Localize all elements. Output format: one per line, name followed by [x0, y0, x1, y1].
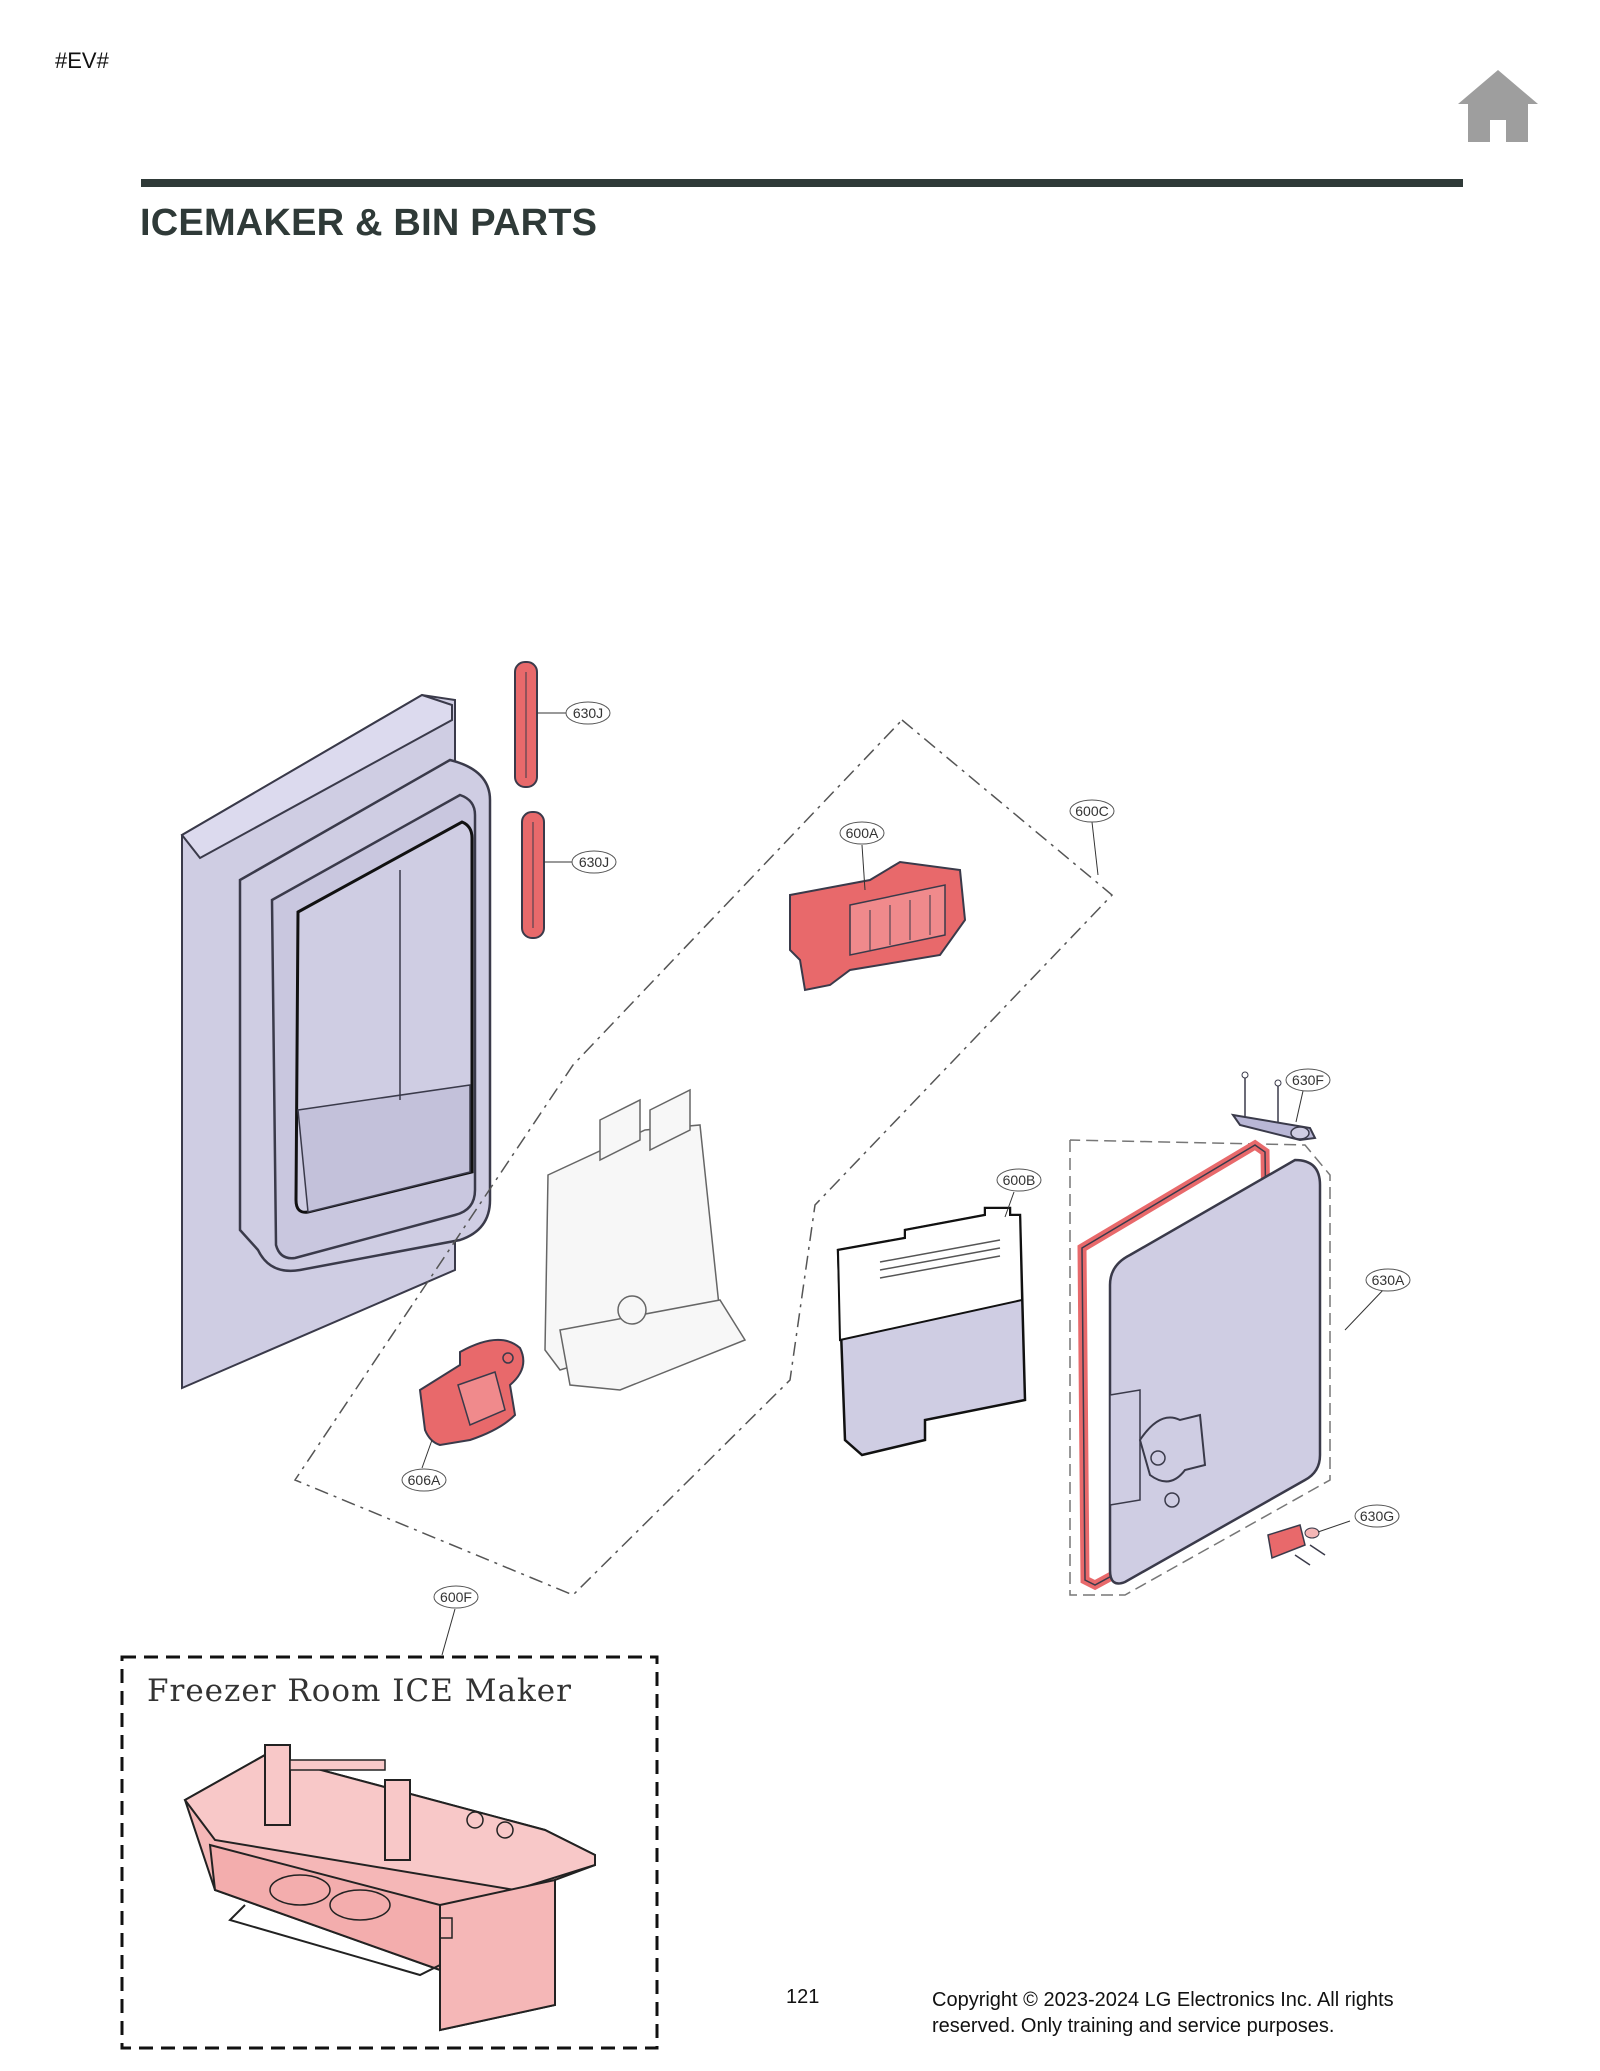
part-606A-motor	[418, 1338, 525, 1447]
svg-text:630A: 630A	[1372, 1272, 1405, 1288]
part-630G-hinge	[1267, 1524, 1326, 1566]
icemaker-mount-bracket	[544, 1088, 747, 1391]
callout-leaders	[421, 712, 1386, 1656]
home-icon[interactable]	[1456, 68, 1540, 144]
part-630J-upper	[514, 661, 538, 788]
callout-600F: 600F	[433, 1585, 479, 1609]
page-number: 121	[786, 1986, 820, 2008]
svg-text:630J: 630J	[579, 854, 609, 870]
svg-text:630F: 630F	[1292, 1072, 1324, 1088]
header-rule	[141, 179, 1463, 187]
svg-text:606A: 606A	[408, 1472, 441, 1488]
svg-text:600C: 600C	[1075, 803, 1108, 819]
part-630A-door	[1077, 1139, 1322, 1591]
part-600B-ice-bin	[836, 1206, 1027, 1457]
callout-600B: 600B	[996, 1168, 1042, 1192]
freezer-housing	[180, 693, 492, 1390]
svg-text:600B: 600B	[1003, 1172, 1036, 1188]
part-630F-hinge	[1230, 1071, 1317, 1142]
inset-box	[120, 1655, 659, 2050]
callout-606A: 606A	[401, 1468, 447, 1492]
callout-630G: 630G	[1354, 1504, 1400, 1528]
svg-text:600F: 600F	[440, 1589, 472, 1605]
document-tag: #EV#	[55, 48, 109, 73]
door-assembly-outline	[1069, 1139, 1331, 1596]
svg-text:600A: 600A	[846, 825, 879, 841]
callout-600C: 600C	[1069, 799, 1115, 823]
callout-630F: 630F	[1285, 1068, 1331, 1092]
callout-630A: 630A	[1365, 1268, 1411, 1292]
inset-title: Freezer Room ICE Maker	[147, 1673, 572, 1709]
callout-600A: 600A	[839, 821, 885, 845]
part-600A-icemaker	[789, 860, 967, 992]
callout-630J-lower: 630J	[571, 850, 617, 874]
callout-630J-upper: 630J	[565, 701, 611, 725]
page-title: ICEMAKER & BIN PARTS	[140, 202, 598, 244]
part-630J-lower	[521, 811, 545, 939]
svg-text:630J: 630J	[573, 705, 603, 721]
svg-text:630G: 630G	[1360, 1508, 1394, 1524]
freezer-icemaker-assembly	[183, 1744, 596, 2032]
copyright-notice: Copyright © 2023-2024 LG Electronics Inc…	[932, 1989, 1394, 2037]
